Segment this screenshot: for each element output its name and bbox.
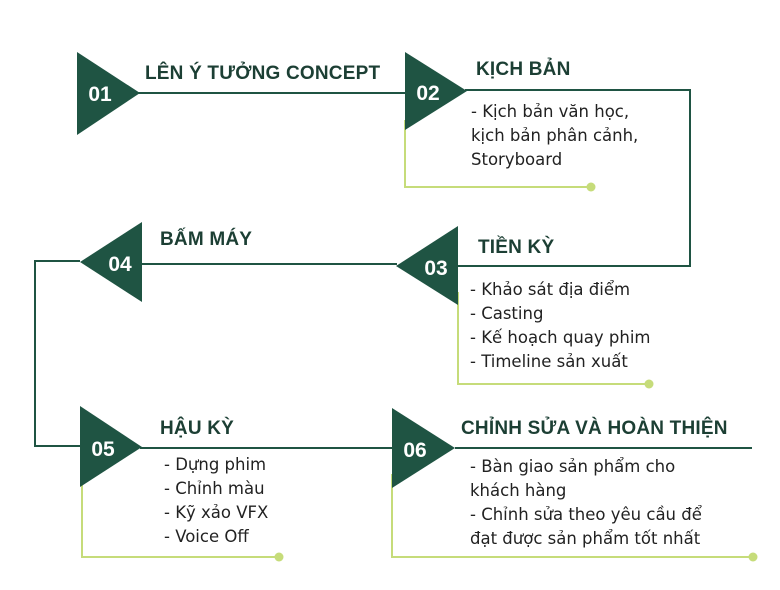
list-item: - Chỉnh màu [164,479,265,498]
step-05-number: 05 [91,438,115,461]
list-item: - Khảo sát địa điểm [470,280,631,299]
list-item: đạt được sản phẩm tốt nhất [470,529,701,548]
list-item: - Bàn giao sản phẩm cho [470,457,676,476]
list-item: - Kế hoạch quay phim [470,328,651,347]
accent-bracket-05 [81,470,278,558]
step-03-marker: 03 [396,226,458,305]
triangle-04 [80,222,142,302]
accent-dot-02 [586,182,596,192]
step-02-title: KỊCH BẢN [476,59,571,80]
connector-02-03 [458,89,691,267]
triangle-06 [392,408,455,488]
step-03-number: 03 [424,257,447,280]
step-05-list: - Dựng phim - Chỉnh màu - Kỹ xảo VFX - V… [164,453,268,549]
accent-bracket-02 [404,120,590,188]
step-03-list: - Khảo sát địa điểm - Casting - Kế hoạch… [470,278,651,374]
triangle-01 [77,52,140,135]
step-06-number: 06 [403,439,426,462]
step-03-title: TIỀN KỲ [478,237,555,258]
step-06-list: - Bàn giao sản phẩm cho khách hàng - Chỉ… [470,455,702,551]
step-01-marker: 01 [77,52,140,135]
step-06-marker: 06 [392,408,455,488]
accent-bracket-03 [457,292,648,385]
step-02-marker: 02 [405,52,467,130]
triangle-05 [80,406,142,487]
step-02-list: - Kịch bản văn học, kịch bản phân cảnh, … [471,100,638,172]
accent-dot-03 [644,379,654,389]
list-item: Storyboard [471,150,563,169]
list-item: - Timeline sản xuất [470,352,628,371]
step-01-title: LÊN Ý TƯỞNG CONCEPT [145,63,381,84]
accent-dot-06 [748,552,758,562]
step-01-number: 01 [88,83,112,106]
step-05-marker: 05 [80,406,142,487]
triangle-03 [396,226,458,305]
accent-dot-05 [274,552,284,562]
triangle-02 [405,52,467,130]
list-item: - Chỉnh sửa theo yêu cầu để [470,505,702,524]
accent-bracket-06 [391,474,752,558]
list-item: - Kỹ xảo VFX [164,503,269,522]
list-item: khách hàng [470,481,567,500]
step-04-marker: 04 [80,222,142,302]
step-04-title: BẤM MÁY [160,229,253,250]
list-item: - Casting [470,304,544,323]
list-item: - Kịch bản văn học, [471,102,630,121]
step-06-title: CHỈNH SỬA VÀ HOÀN THIỆN [461,418,728,439]
step-02-number: 02 [416,82,439,105]
step-04-number: 04 [108,253,132,276]
connector-04-05 [34,260,80,447]
step-05-title: HẬU KỲ [160,418,235,439]
list-item: kịch bản phân cảnh, [471,126,639,145]
list-item: - Voice Off [164,527,249,546]
list-item: - Dựng phim [164,455,267,474]
